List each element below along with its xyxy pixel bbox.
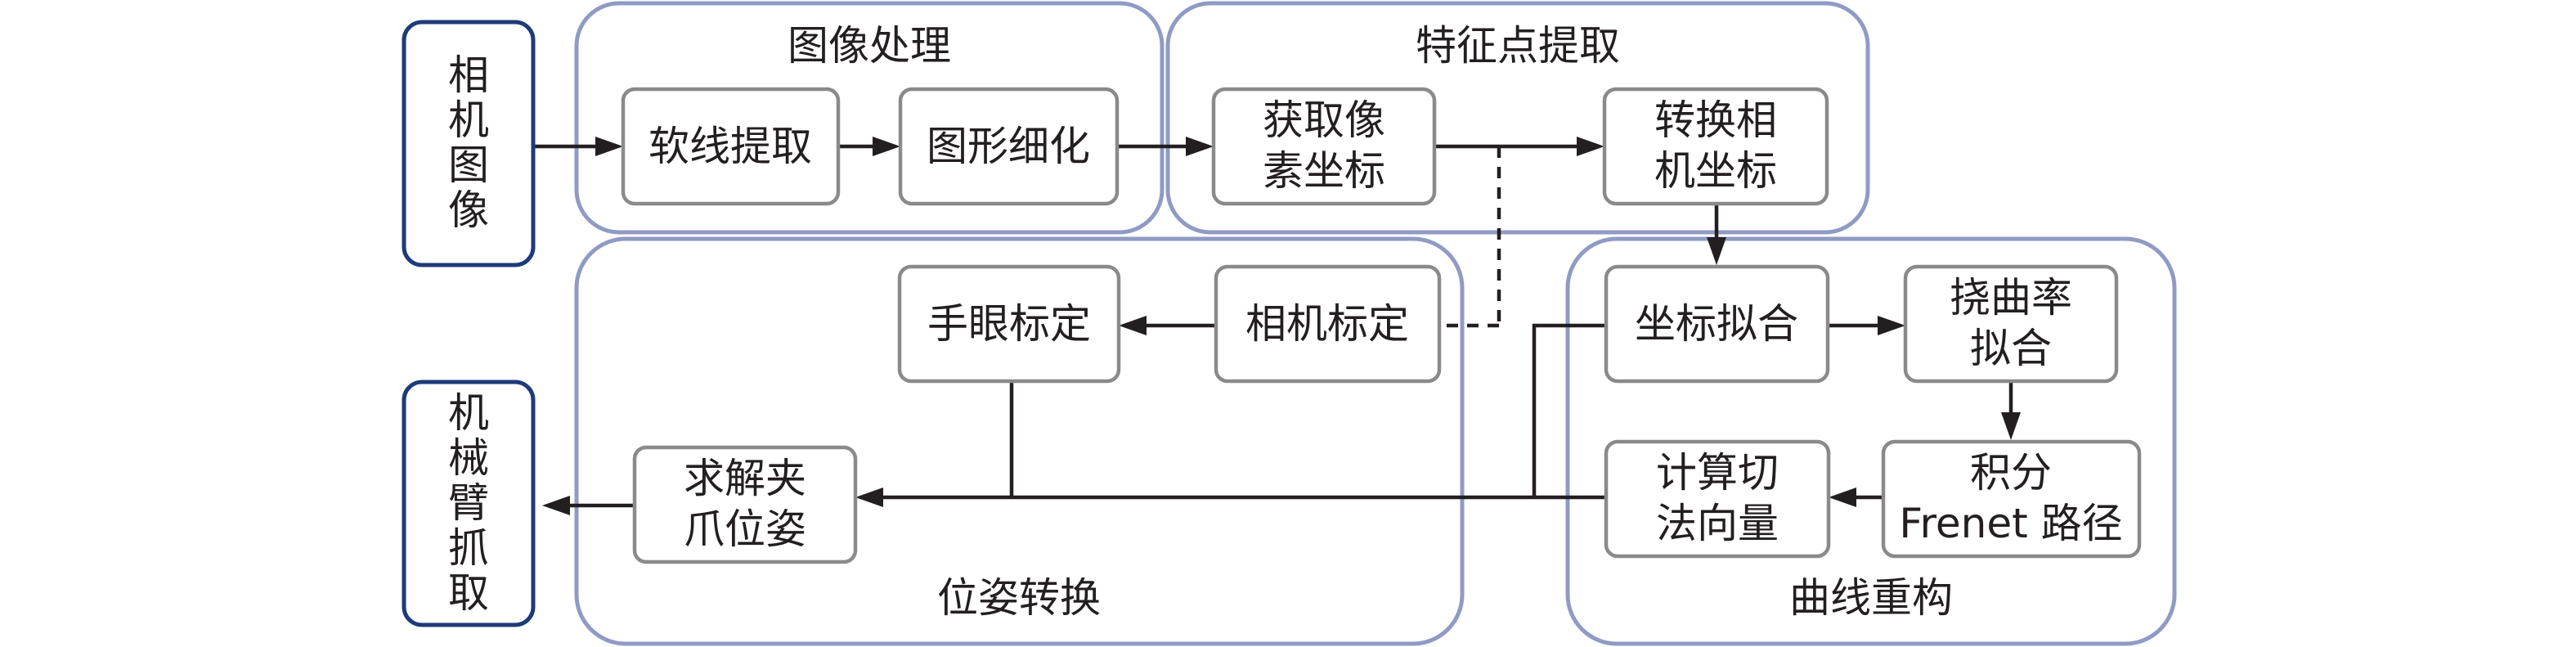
node-gripper-pose-label-1: 求解夹 [684, 455, 806, 502]
group-title-pose-transform: 位姿转换 [937, 574, 1101, 622]
output-label-line-5: 取 [448, 569, 489, 617]
arrowhead-hand-eye [1119, 316, 1147, 335]
node-torsion-curvature-fit-label-2: 拟合 [1970, 325, 2052, 372]
group-frame-pose-transform [574, 236, 1465, 646]
node-torsion-curvature-fit [1903, 264, 2119, 384]
node-integrate-frenet [1881, 439, 2142, 559]
arrowhead-frenet [2001, 412, 2021, 440]
node-get-pixel-coords-label-2: 素坐标 [1263, 147, 1385, 195]
node-to-camera-coords-label-1: 转换相 [1654, 97, 1777, 144]
group-frame-feature-extraction [1165, 1, 1870, 235]
output-label-line-4: 抓 [448, 524, 489, 572]
group-title-feature-extraction: 特征点提取 [1416, 22, 1620, 70]
node-get-pixel-coords-label-1: 获取像 [1263, 97, 1385, 144]
node-integrate-frenet-label-1: 积分 [1970, 449, 2052, 496]
node-shape-thinning [898, 87, 1120, 206]
node-to-camera-coords-label-2: 机坐标 [1654, 147, 1777, 195]
node-tangent-normal [1604, 439, 1831, 559]
group-frame-curve-reconstruction [1565, 236, 2177, 646]
output-label-line-2: 械 [448, 434, 489, 482]
node-hand-eye-calibration [897, 264, 1121, 384]
arrowhead-soft-line [595, 137, 623, 156]
group-frame-image-processing [574, 1, 1165, 235]
edge-fitting-bypass [1532, 323, 1606, 497]
node-hand-eye-calibration-label: 手眼标定 [927, 300, 1091, 348]
node-coord-fitting [1604, 264, 1830, 384]
arrowhead-output [542, 496, 570, 515]
input-box [402, 20, 536, 267]
node-tangent-normal-label-1: 计算切 [1656, 449, 1779, 496]
group-title-curve-reconstruction: 曲线重构 [1789, 574, 1953, 622]
arrowhead-pixel-coords [1186, 137, 1214, 156]
arrowhead-camera-coords [1577, 137, 1604, 156]
input-label-line-3: 图 [448, 142, 489, 189]
node-gripper-pose [632, 445, 858, 564]
arrowhead-tangent [1829, 487, 1856, 507]
arrowhead-gripper [855, 487, 883, 507]
node-soft-line-extract [621, 87, 841, 206]
node-torsion-curvature-fit-label-1: 挠曲率 [1950, 274, 2072, 321]
output-label-line-3: 臂 [448, 479, 489, 527]
arrowhead-curvature [1878, 316, 1905, 335]
input-label-line-1: 相 [448, 52, 489, 99]
input-label-line-2: 机 [448, 97, 489, 144]
input-label-line-4: 像 [448, 186, 489, 234]
node-shape-thinning-label: 图形细化 [927, 123, 1090, 170]
node-camera-calibration-label: 相机标定 [1245, 300, 1409, 348]
output-box [402, 380, 536, 627]
node-gripper-pose-label-2: 爪位姿 [684, 505, 806, 553]
node-coord-fitting-label: 坐标拟合 [1635, 300, 1798, 348]
node-camera-calibration [1214, 264, 1442, 384]
node-to-camera-coords [1602, 87, 1829, 206]
output-label-line-1: 机 [448, 389, 489, 437]
arrowhead-fitting [1707, 237, 1726, 265]
node-get-pixel-coords [1211, 87, 1437, 206]
node-soft-line-extract-label: 软线提取 [648, 123, 812, 170]
node-integrate-frenet-label-2: Frenet 路径 [1899, 500, 2122, 547]
node-tangent-normal-label-2: 法向量 [1656, 500, 1779, 547]
group-title-image-processing: 图像处理 [788, 22, 951, 70]
arrowhead-thinning [873, 137, 900, 156]
